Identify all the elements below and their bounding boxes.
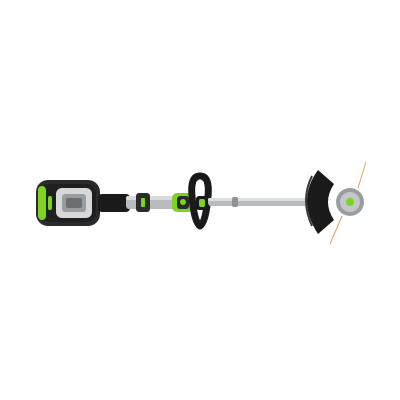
trimmer-head — [336, 188, 364, 216]
cutting-line — [329, 161, 367, 245]
lower-shaft — [208, 197, 308, 207]
d-handle — [188, 172, 212, 230]
battery-pack — [36, 180, 100, 226]
shaft-coupler — [172, 193, 194, 212]
trimmer-guard — [305, 170, 334, 234]
upper-shaft — [126, 193, 182, 212]
rear-housing — [98, 194, 130, 212]
